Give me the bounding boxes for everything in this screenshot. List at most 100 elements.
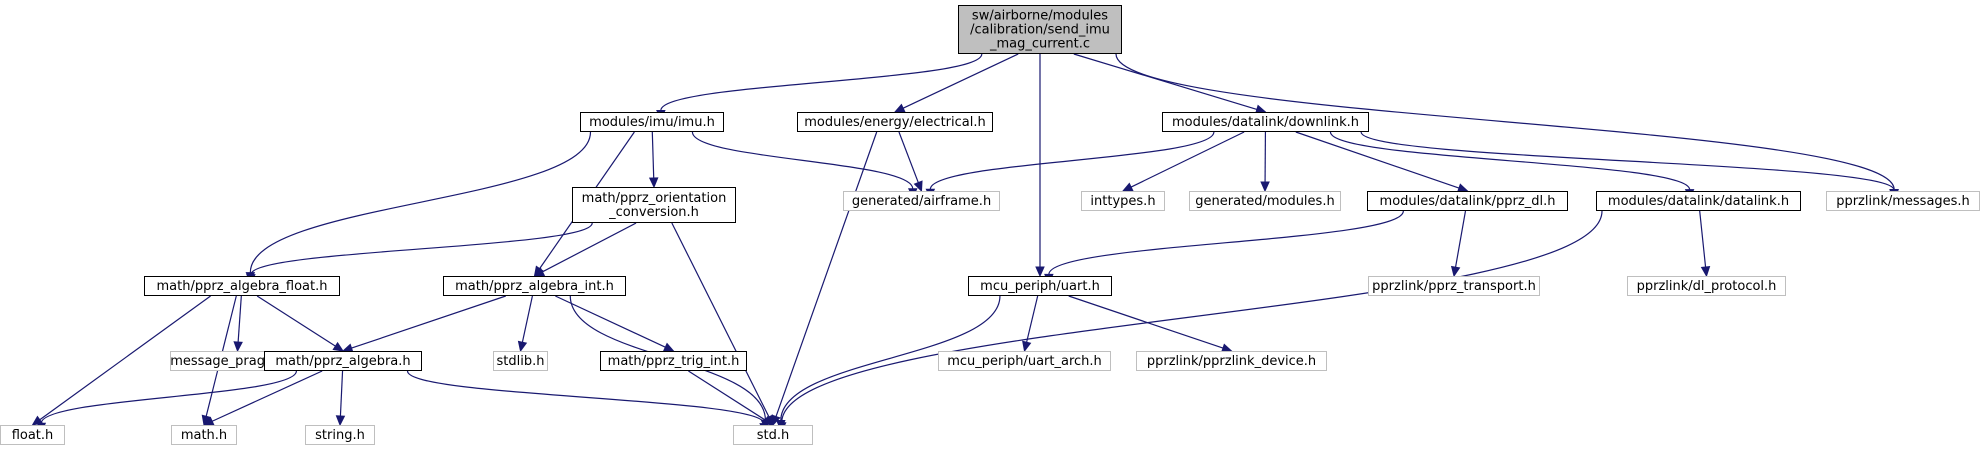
edge-arrowhead bbox=[332, 341, 345, 352]
node-label: generated/airframe.h bbox=[852, 194, 991, 209]
node-label: std.h bbox=[757, 428, 790, 443]
edge-arrowhead bbox=[335, 415, 346, 427]
edge-alg_int-to-trig_int bbox=[555, 295, 675, 352]
node-alg_float[interactable]: math/pprz_algebra_float.h bbox=[144, 276, 340, 296]
node-box bbox=[443, 276, 626, 296]
edge-line bbox=[542, 222, 637, 273]
node-messages: pprzlink/messages.h bbox=[1826, 191, 1980, 211]
edge-line bbox=[1048, 210, 1404, 275]
node-box bbox=[1136, 351, 1327, 371]
edge-arrowhead bbox=[662, 342, 675, 352]
node-box bbox=[264, 351, 422, 371]
node-label: sw/airborne/modules bbox=[972, 9, 1108, 24]
node-box bbox=[968, 276, 1112, 296]
edge-line bbox=[406, 370, 765, 424]
node-label: _conversion.h bbox=[608, 205, 699, 220]
node-label: math/pprz_algebra_float.h bbox=[157, 279, 328, 294]
edge-line bbox=[775, 131, 878, 417]
node-std: std.h bbox=[733, 425, 813, 445]
edge-arrowhead bbox=[762, 415, 775, 426]
node-algebra[interactable]: math/pprz_algebra.h bbox=[264, 351, 422, 371]
node-alg_int[interactable]: math/pprz_algebra_int.h bbox=[443, 276, 626, 296]
edge-pprz_dl-to-uart bbox=[1044, 210, 1404, 285]
edge-line bbox=[339, 370, 344, 417]
node-inttypes: inttypes.h bbox=[1081, 191, 1165, 211]
edge-electrical-to-std bbox=[771, 131, 878, 427]
edge-root-to-uart bbox=[1035, 54, 1045, 278]
edge-root-to-imu bbox=[656, 53, 983, 121]
node-label: stdlib.h bbox=[497, 354, 545, 369]
node-orientation[interactable]: math/pprz_orientation_conversion.h bbox=[572, 187, 736, 223]
edge-line bbox=[1329, 131, 1691, 190]
node-box bbox=[1162, 112, 1369, 132]
node-math: math.h bbox=[171, 425, 237, 445]
node-label: math/pprz_algebra_int.h bbox=[455, 279, 614, 294]
node-label: modules/energy/electrical.h bbox=[804, 115, 985, 130]
graph-edges bbox=[31, 53, 1899, 434]
node-electrical[interactable]: modules/energy/electrical.h bbox=[797, 112, 993, 132]
edge-line bbox=[237, 295, 242, 343]
edge-line bbox=[211, 370, 323, 422]
edge-line bbox=[351, 295, 506, 349]
edge-uart-to-uart_arch bbox=[1022, 295, 1039, 353]
node-pprzlink_device: pprzlink/pprzlink_device.h bbox=[1136, 351, 1327, 371]
node-box bbox=[0, 425, 65, 445]
edge-uart-to-pprzlink_device bbox=[1068, 295, 1233, 353]
edge-line bbox=[1454, 210, 1467, 268]
edge-line bbox=[256, 295, 336, 347]
node-airframe: generated/airframe.h bbox=[843, 191, 1000, 211]
node-box bbox=[1627, 276, 1786, 296]
node-root: sw/airborne/modules/calibration/send_imu… bbox=[958, 5, 1122, 54]
node-downlink[interactable]: modules/datalink/downlink.h bbox=[1162, 112, 1369, 132]
node-box bbox=[580, 112, 724, 132]
node-string: string.h bbox=[305, 425, 375, 445]
edge-line bbox=[660, 53, 983, 111]
edge-line bbox=[651, 131, 655, 179]
node-box bbox=[797, 112, 993, 132]
edge-root-to-downlink bbox=[1073, 53, 1267, 114]
node-label: _mag_current.c bbox=[989, 37, 1090, 52]
node-box bbox=[305, 425, 375, 445]
node-pprz_transport: pprzlink/pprz_transport.h bbox=[1368, 276, 1540, 296]
node-datalink[interactable]: modules/datalink/datalink.h bbox=[1596, 191, 1801, 211]
node-label: pprzlink/dl_protocol.h bbox=[1637, 279, 1777, 294]
edge-pprz_dl-to-pprz_transport bbox=[1450, 210, 1467, 278]
edge-arrowhead bbox=[517, 340, 528, 353]
node-label: /calibration/send_imu bbox=[970, 23, 1110, 38]
edge-orientation-to-std bbox=[671, 222, 774, 427]
node-pprz_dl[interactable]: modules/datalink/pprz_dl.h bbox=[1367, 191, 1568, 211]
node-box bbox=[1189, 191, 1341, 211]
node-box bbox=[733, 425, 813, 445]
node-trig_int[interactable]: math/pprz_trig_int.h bbox=[600, 351, 747, 371]
edge-datalink-to-std bbox=[776, 210, 1603, 433]
node-label: pprzlink/messages.h bbox=[1836, 194, 1970, 209]
edge-arrowhead bbox=[1456, 183, 1469, 193]
node-box bbox=[958, 5, 1122, 54]
node-label: string.h bbox=[315, 428, 365, 443]
node-label: inttypes.h bbox=[1090, 194, 1155, 209]
edge-downlink-to-inttypes bbox=[1121, 131, 1245, 192]
edge-downlink-to-airframe bbox=[925, 131, 1215, 200]
edge-arrowhead bbox=[341, 343, 354, 353]
edge-line bbox=[688, 370, 766, 421]
node-box bbox=[1596, 191, 1801, 211]
edge-arrowhead bbox=[1260, 181, 1270, 193]
node-label: math/pprz_trig_int.h bbox=[608, 354, 740, 369]
edge-line bbox=[1360, 131, 1895, 191]
node-box bbox=[1368, 276, 1540, 296]
node-box bbox=[938, 351, 1111, 371]
edge-root-to-electrical bbox=[893, 53, 1019, 113]
node-uart[interactable]: mcu_periph/uart.h bbox=[968, 276, 1112, 296]
node-genmodules: generated/modules.h bbox=[1189, 191, 1341, 211]
node-label: pprzlink/pprz_transport.h bbox=[1372, 279, 1536, 294]
edge-arrowhead bbox=[893, 103, 906, 113]
edge-arrowhead bbox=[533, 267, 546, 277]
edge-line bbox=[929, 131, 1215, 190]
node-label: mcu_periph/uart_arch.h bbox=[947, 354, 1102, 369]
edge-line bbox=[250, 222, 593, 275]
edge-line bbox=[249, 131, 592, 273]
edge-line bbox=[1130, 131, 1245, 188]
node-imu[interactable]: modules/imu/imu.h bbox=[580, 112, 724, 132]
node-uart_arch: mcu_periph/uart_arch.h bbox=[938, 351, 1111, 371]
